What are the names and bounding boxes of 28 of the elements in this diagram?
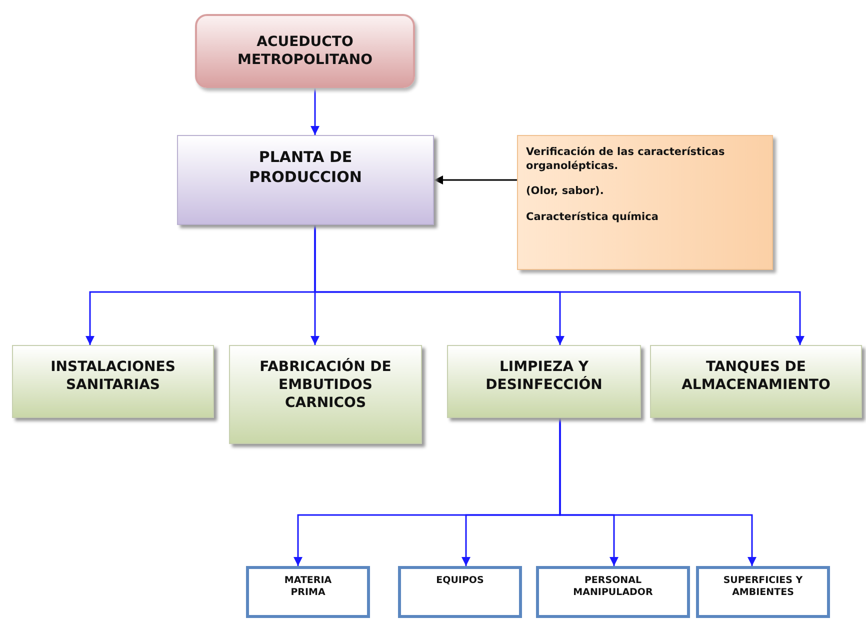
node-text: TANQUES DE ALMACENAMIENTO (680, 358, 832, 394)
process-box (398, 566, 522, 618)
node-text: Característica química (526, 210, 658, 225)
node-text: MATERIA PRIMA (283, 575, 333, 600)
arrow (314, 225, 804, 345)
node-text: ACUEDUCTO METROPOLITANO (236, 32, 374, 70)
node-text: (Olor, sabor). (526, 185, 604, 199)
node-text: PERSONAL MANIPULADOR (572, 575, 654, 600)
node-text: LIMPIEZA Y DESINFECCIÓN (484, 358, 604, 394)
note-box (517, 135, 773, 270)
arrow (434, 176, 517, 184)
process-box (229, 345, 422, 444)
node-text: EQUIPOS (436, 575, 484, 588)
process-box (447, 345, 641, 418)
process-box (536, 566, 690, 618)
node-text: INSTALACIONES SANITARIAS (50, 358, 176, 394)
process-box (650, 345, 862, 418)
node-text: PLANTA DE PRODUCCION (248, 148, 363, 187)
process-box (177, 135, 434, 225)
process-box (246, 566, 370, 618)
node-text: SUPERFICIES Y AMBIENTES (722, 575, 804, 600)
process-box (12, 345, 214, 418)
node-text: Verificación de las características organolépticas. (526, 146, 726, 174)
arrow (559, 418, 756, 566)
process-box (696, 566, 830, 618)
node-text: FABRICACIÓN DE EMBUTIDOS CARNICOS (258, 358, 392, 413)
arrow (310, 88, 320, 135)
node-box (195, 14, 415, 88)
